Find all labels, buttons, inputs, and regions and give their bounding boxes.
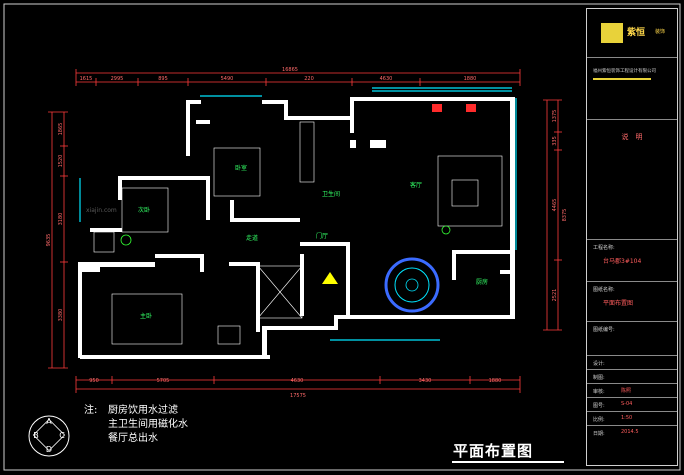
dim-right-2: 335	[552, 136, 558, 146]
room-label-master: 主卧	[140, 312, 152, 320]
dim-top-2: 2995	[111, 76, 124, 82]
dim-bottom-total: 17575	[290, 393, 306, 399]
dim-bottom-1: 950	[89, 378, 99, 384]
dim-bottom-5: 1880	[489, 378, 502, 384]
scale-label: 比例:	[593, 417, 605, 423]
note-line-2: 主卫生间用磁化水	[108, 419, 188, 430]
company-row: 福州紫恒装饰工程设计有限公司	[587, 57, 677, 119]
drafter-row: 制图:	[587, 369, 677, 383]
sofa-set	[437, 155, 503, 227]
project-row: 工程名称: 台马郡3#104	[587, 239, 677, 281]
dim-right-3: 4465	[552, 199, 558, 212]
dim-right-total: 8375	[562, 209, 568, 222]
checker-value: 陈照	[621, 388, 632, 394]
dining-table	[384, 257, 440, 313]
section-notes-label: 说 明	[621, 133, 643, 141]
drawing-name-value: 平面布置图	[603, 300, 634, 307]
compass-a: A	[46, 417, 52, 426]
title-block: 紫恒 装饰 福州紫恒装饰工程设计有限公司 说 明 工程名称: 台马郡3#104 …	[586, 8, 678, 466]
scale-row: 比例: 1:50	[587, 411, 677, 425]
bed-bedroom-3	[213, 147, 261, 197]
drawing-no-row: 图纸编号:	[587, 321, 677, 355]
sheet-value: S-04	[621, 401, 633, 407]
date-row: 日期: 2014.5	[587, 425, 677, 439]
dimension-labels: 16865 1615 2995 895 5490 220 4630 1880 9…	[46, 67, 568, 399]
company-logo-icon	[601, 23, 623, 43]
dim-left-2: 1520	[58, 155, 64, 168]
compass-c: C	[59, 431, 65, 440]
dim-bottom-2: 5705	[157, 378, 170, 384]
room-labels: 次卧 卧室 主卧 走道 客厅 门厅 厨房 卫生间	[138, 164, 488, 320]
dim-top-6: 4630	[380, 76, 393, 82]
dim-bottom-4: 3430	[419, 378, 432, 384]
dim-top-total: 16865	[282, 67, 298, 73]
dim-right-1: 1375	[552, 110, 558, 123]
armchair	[93, 231, 115, 253]
entrance-arrow	[322, 272, 338, 284]
sheet-label: 图号:	[593, 403, 605, 409]
room-label-bathroom: 卫生间	[322, 190, 340, 198]
bathtub	[217, 325, 241, 345]
room-label-bedroom-3: 卧室	[235, 164, 247, 172]
dim-left-3: 3180	[58, 213, 64, 226]
dimension-ticks	[48, 69, 562, 393]
dim-left-4: 3380	[58, 309, 64, 322]
room-label-entrance: 门厅	[316, 232, 328, 240]
plants	[120, 225, 451, 246]
dim-top-4: 5490	[221, 76, 234, 82]
dim-right-4: 2521	[552, 289, 558, 302]
room-label-living: 客厅	[410, 181, 422, 189]
note-line-1: 厨房饮用水过滤	[108, 405, 178, 416]
compass-symbol: A B C D	[28, 415, 70, 457]
company-underline	[593, 78, 651, 80]
designer-label: 设计:	[593, 361, 605, 367]
bed-bedroom-2	[121, 187, 169, 233]
coffee-table	[451, 179, 479, 207]
date-label: 日期:	[593, 431, 605, 437]
checker-row: 审核: 陈照	[587, 383, 677, 397]
checker-label: 审核:	[593, 389, 605, 395]
room-label-kitchen: 厨房	[476, 278, 488, 286]
date-value: 2014.5	[621, 429, 639, 435]
dim-top-7: 1880	[464, 76, 477, 82]
title-underline	[452, 461, 564, 463]
room-label-bedroom-2: 次卧	[138, 206, 150, 214]
company-line: 福州紫恒装饰工程设计有限公司	[593, 69, 656, 74]
bed-master	[111, 293, 183, 345]
dimension-lines	[51, 72, 559, 390]
logo-subtext: 装饰	[655, 29, 666, 35]
drawing-name-label: 图纸名称:	[593, 287, 615, 293]
notes-header: 注:	[84, 405, 98, 416]
sheet-row: 图号: S-04	[587, 397, 677, 411]
stove-markers	[432, 104, 476, 112]
wardrobe	[299, 121, 315, 183]
project-value: 台马郡3#104	[603, 258, 642, 265]
windows	[79, 87, 517, 345]
drawing-title: 平面布置图	[453, 442, 534, 460]
elevator-box	[257, 265, 303, 319]
notes-row: 说 明	[587, 119, 677, 239]
drawing-frame	[3, 3, 681, 471]
dim-top-3: 895	[158, 76, 168, 82]
furniture	[93, 121, 503, 345]
dim-left-1: 1865	[58, 123, 64, 136]
compass-b: B	[33, 431, 39, 440]
drafter-label: 制图:	[593, 375, 605, 381]
drawing-name-row: 图纸名称: 平面布置图	[587, 281, 677, 321]
dim-left-total: 9635	[46, 234, 52, 247]
dim-top-5: 220	[304, 76, 314, 82]
dim-bottom-3: 4630	[291, 378, 304, 384]
watermark: xiajin.com	[86, 207, 117, 214]
drawing-no-label: 图纸编号:	[593, 327, 615, 333]
note-line-3: 餐厅总出水	[108, 433, 158, 444]
designer-row: 设计:	[587, 355, 677, 369]
dim-top-1: 1615	[80, 76, 93, 82]
compass-d: D	[46, 445, 52, 454]
project-label: 工程名称:	[593, 245, 615, 251]
scale-value: 1:50	[621, 415, 633, 421]
logo-text: 紫恒	[627, 28, 646, 38]
room-label-corridor: 走道	[246, 234, 258, 242]
